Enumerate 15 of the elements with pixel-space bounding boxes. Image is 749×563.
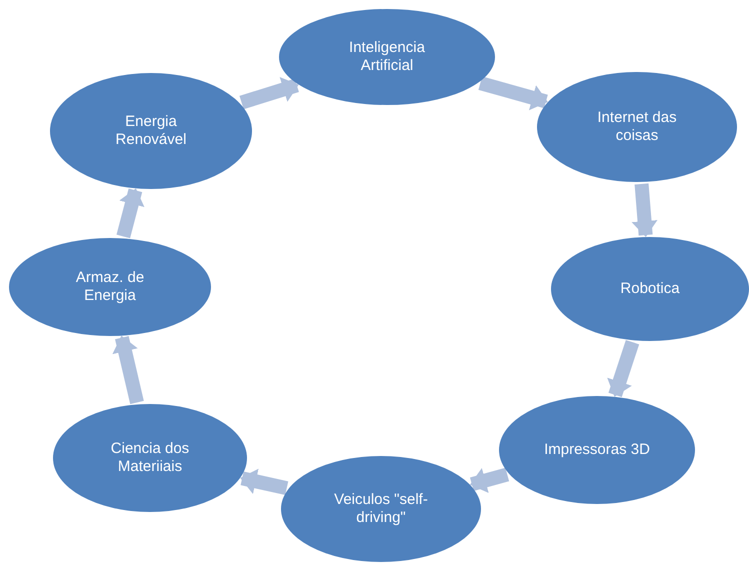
block-arrow	[112, 336, 144, 404]
block-arrow	[239, 77, 299, 110]
block-arrow	[478, 76, 548, 110]
node-label: Ciencia dos Materiiais	[110, 440, 190, 476]
block-arrow	[607, 340, 640, 398]
block-arrow	[632, 183, 658, 238]
node-label: Energia Renovável	[114, 113, 188, 149]
node-label: Robotica	[620, 280, 680, 298]
block-arrow	[470, 468, 510, 494]
block-arrow	[240, 468, 288, 496]
node-label: Armaz. de Energia	[74, 269, 146, 305]
node-label: Veiculos "self-driving"	[333, 491, 429, 527]
node-label: Internet das coisas	[596, 109, 678, 145]
node-label: Inteligencia Artificial	[348, 39, 426, 75]
node-label: Impressoras 3D	[544, 441, 650, 459]
